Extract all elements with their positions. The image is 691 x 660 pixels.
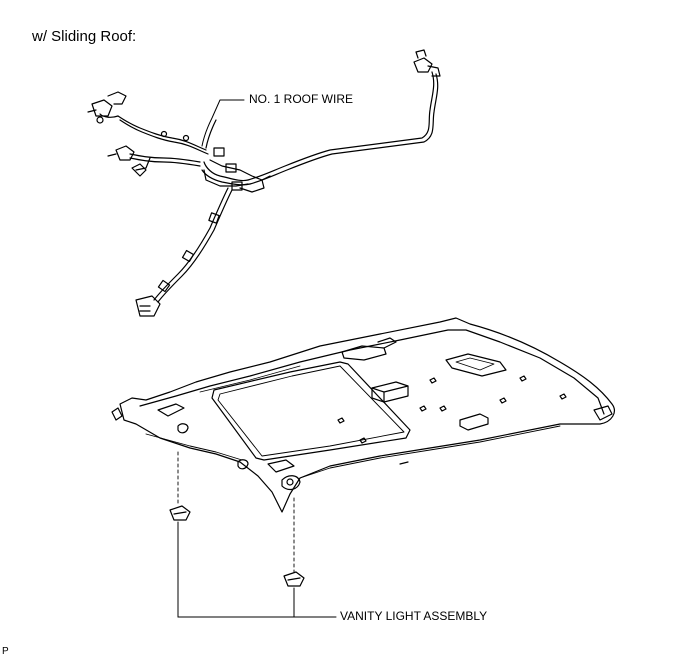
installation-guide-lines [177,451,295,573]
wire-harness-icon [87,49,441,317]
vanity-light-icon [169,505,305,587]
headliner-panel-icon [111,317,615,513]
diagram-title: w/ Sliding Roof: [32,28,137,45]
vanity-light-callout-label: VANITY LIGHT ASSEMBLY [340,609,488,623]
roof-wire-callout-label: NO. 1 ROOF WIRE [249,92,354,106]
figure-code: P [2,646,9,657]
vanity-light-leader-line [177,521,337,618]
